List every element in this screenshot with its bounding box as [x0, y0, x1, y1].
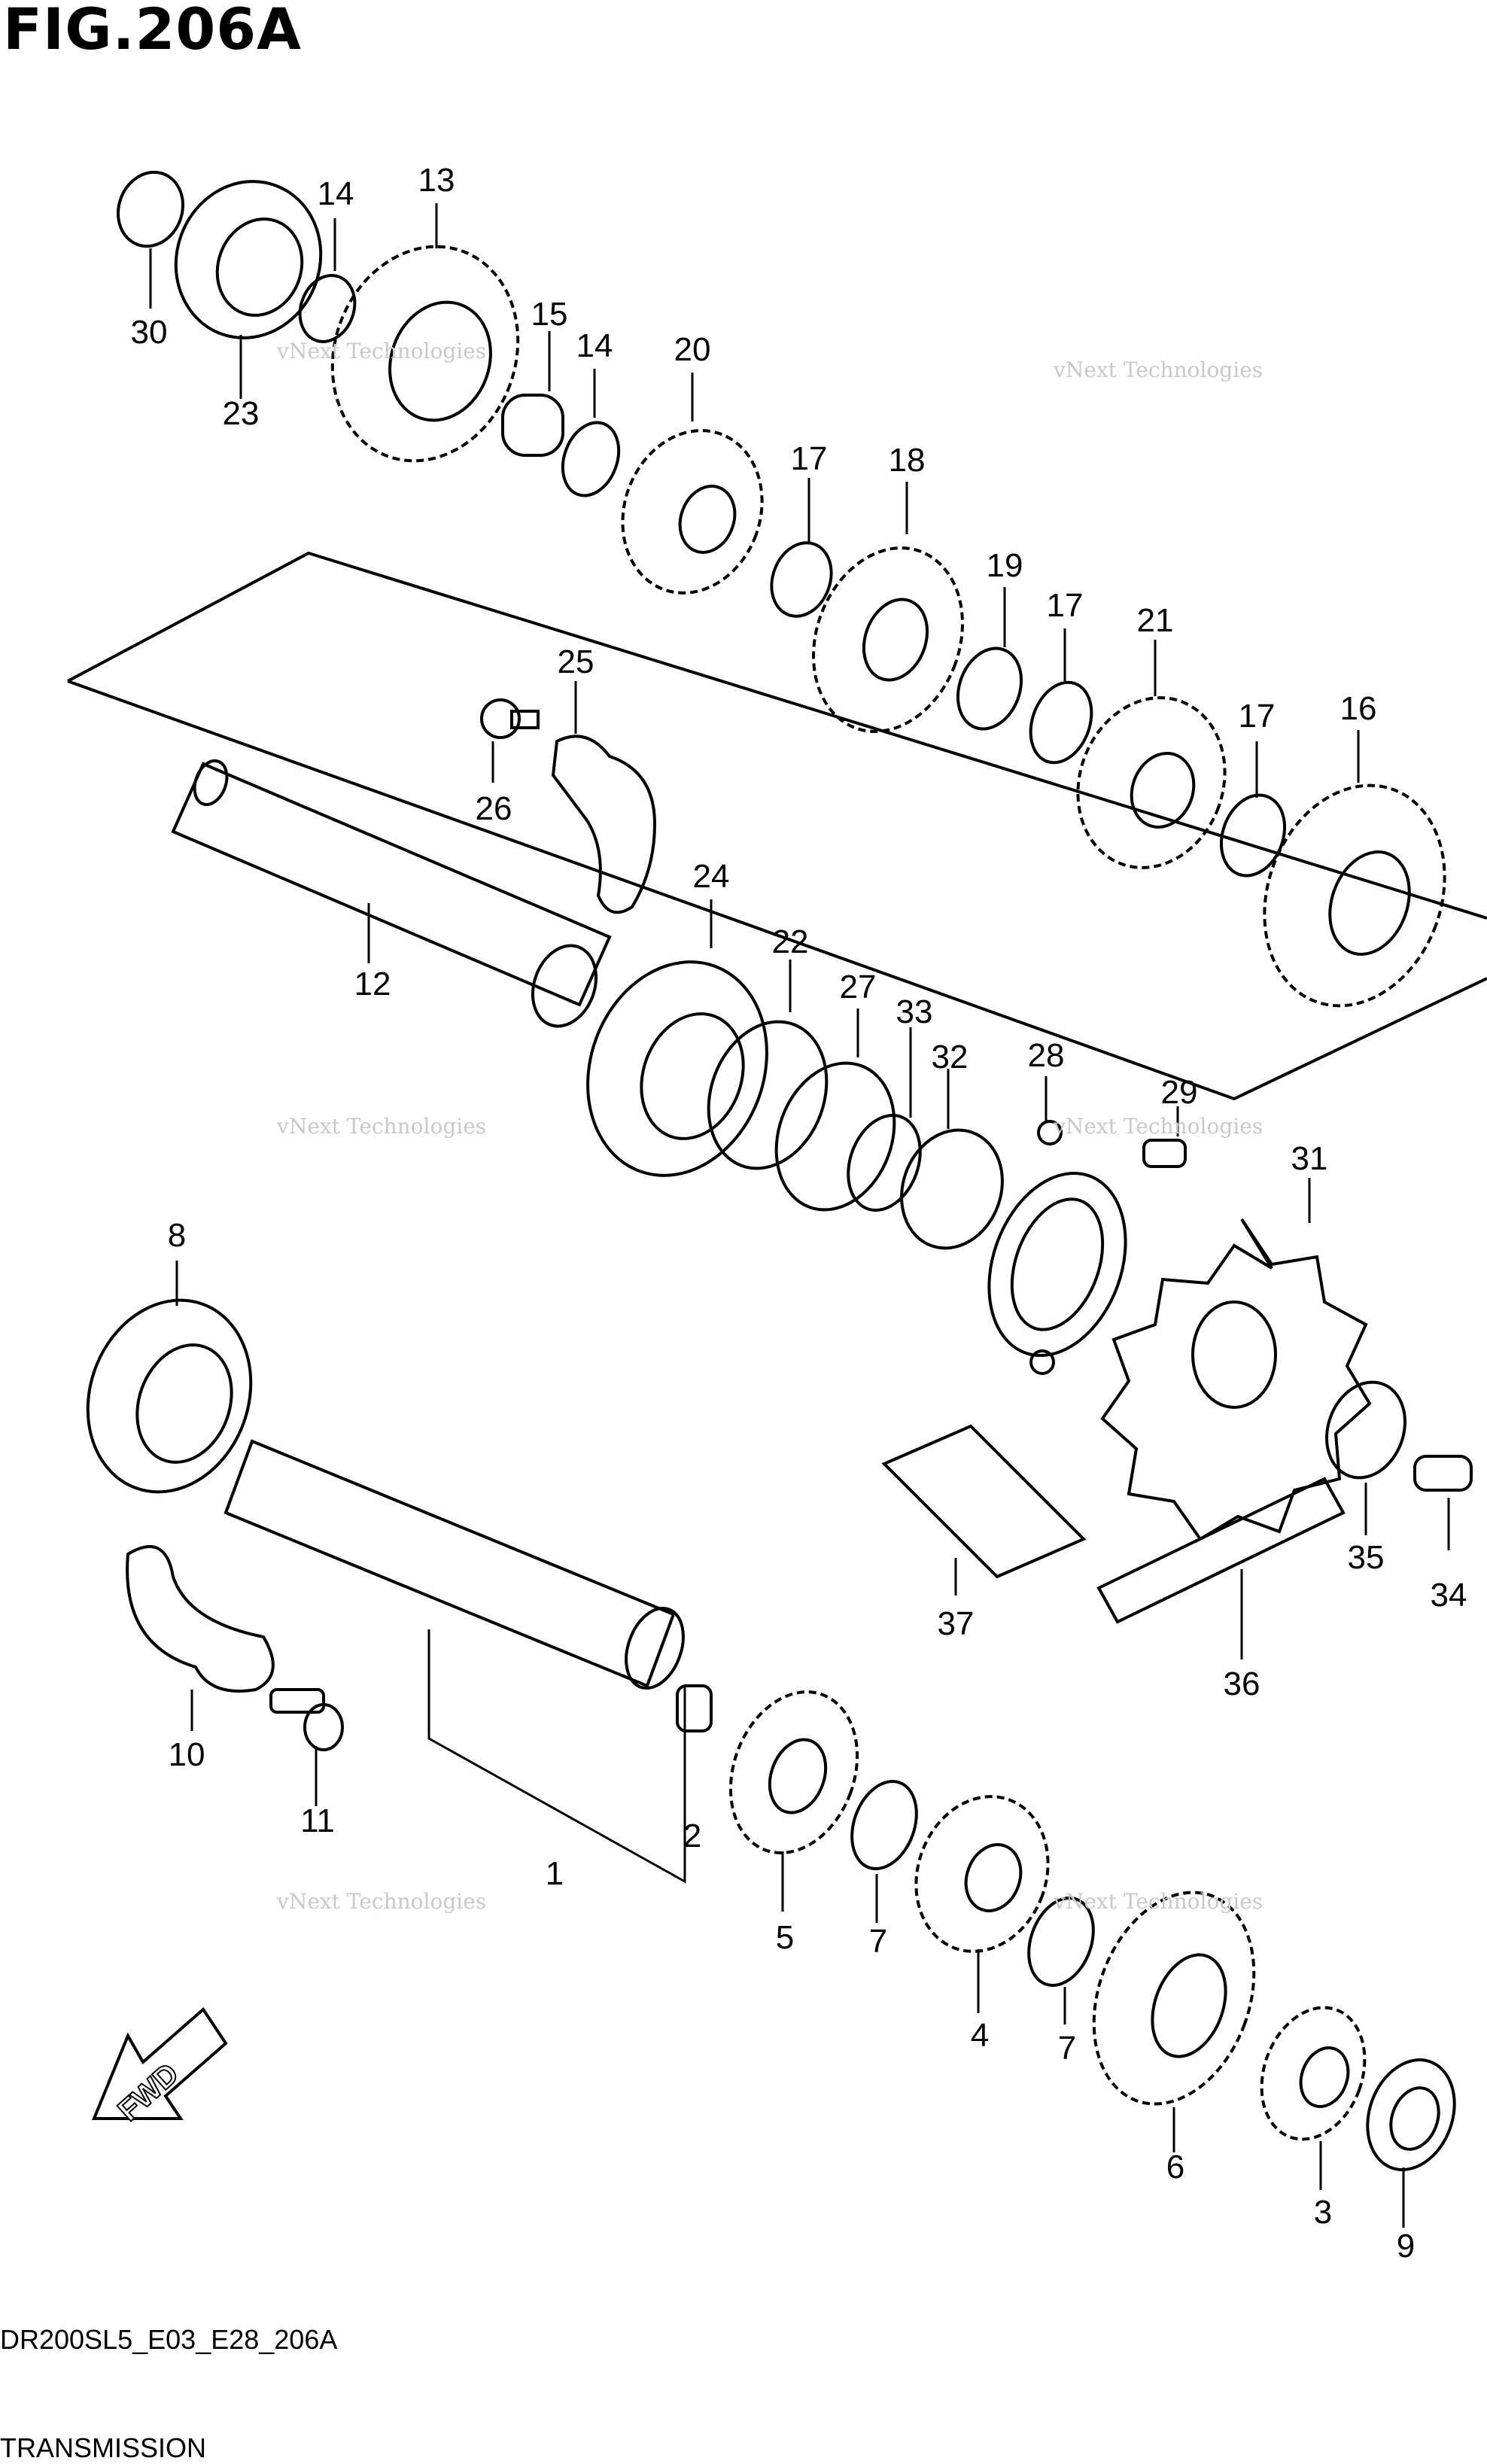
bracket-10 [126, 1545, 275, 1731]
shaft-12 [171, 759, 612, 1028]
watermark-text: vNext Technologies [1054, 357, 1263, 382]
circlip-17-c [1219, 793, 1287, 878]
callout-3[interactable]: 3 [1313, 2194, 1333, 2231]
circlip-7-a [850, 1779, 918, 1871]
callout-17-c[interactable]: 17 [1238, 698, 1276, 735]
callout-28[interactable]: 28 [1027, 1037, 1065, 1074]
circlip-17-b [1029, 680, 1093, 765]
bearing-8 [86, 1261, 253, 1494]
watermark-text: vNext Technologies [1054, 1114, 1263, 1139]
callout-11[interactable]: 11 [300, 1802, 335, 1839]
callout-25[interactable]: 25 [557, 643, 594, 680]
callout-17-a[interactable]: 17 [790, 440, 828, 477]
callout-19[interactable]: 19 [986, 547, 1023, 584]
gear-3 [1260, 2006, 1367, 2190]
screw-11 [269, 1688, 344, 1806]
callout-37[interactable]: 37 [937, 1605, 975, 1642]
callout-29[interactable]: 29 [1160, 1074, 1198, 1111]
callout-12[interactable]: 12 [354, 966, 391, 1002]
watermark-text: vNext Technologies [277, 339, 487, 364]
circlip-30 [116, 170, 185, 309]
callout-2[interactable]: 2 [683, 1818, 702, 1854]
callout-35[interactable]: 35 [1347, 1539, 1385, 1576]
plate-28 [987, 1076, 1127, 1375]
chain-36 [1096, 1477, 1346, 1659]
bolt-34 [1413, 1455, 1473, 1550]
callout-21[interactable]: 21 [1136, 602, 1174, 639]
callout-32[interactable]: 32 [931, 1039, 969, 1075]
callout-18[interactable]: 18 [888, 442, 926, 479]
watermark-text: vNext Technologies [277, 1114, 487, 1139]
fwd-arrow-icon [92, 2006, 228, 2120]
shaft-1 [224, 1439, 686, 1884]
gear-16 [1263, 730, 1446, 1008]
spacer-32 [900, 1069, 1004, 1250]
washer-35 [1325, 1380, 1406, 1480]
bearing-24 [586, 899, 768, 1177]
ring-22 [707, 1020, 829, 1170]
watermark-text: vNext Technologies [1054, 1889, 1263, 1914]
bracket-25 [551, 681, 657, 914]
callout-14-upper[interactable]: 14 [317, 175, 354, 212]
o-ring-33 [847, 1114, 922, 1212]
washer-14-lower [561, 421, 621, 497]
callout-26[interactable]: 26 [475, 790, 512, 827]
sprocket-31 [1100, 1178, 1372, 1541]
callout-17-b[interactable]: 17 [1046, 587, 1084, 624]
gear-5 [728, 1690, 859, 1912]
circlip-17-a [770, 541, 833, 618]
callout-24[interactable]: 24 [692, 858, 730, 895]
upper-assembly-outline-lower [67, 680, 1487, 1101]
gear-18 [812, 482, 964, 733]
callout-16[interactable]: 16 [1340, 690, 1377, 727]
watermark-text: vNext Technologies [277, 1889, 487, 1914]
gear-4 [914, 1795, 1050, 2013]
washer-19 [956, 646, 1023, 731]
figure-title: FIG.206A [3, 0, 302, 62]
callout-9[interactable]: 9 [1396, 2228, 1416, 2265]
callout-33[interactable]: 33 [896, 993, 933, 1030]
bolt-29 [1142, 1106, 1187, 1168]
callout-5[interactable]: 5 [775, 1919, 795, 1956]
callout-14-lower[interactable]: 14 [576, 327, 613, 364]
bearing-23 [174, 180, 323, 399]
gear-20 [621, 373, 764, 595]
figure-code: DR200SL5_E03_E28_206A [0, 2324, 338, 2355]
callout-30[interactable]: 30 [130, 314, 168, 351]
bearing-9 [1366, 2058, 1456, 2228]
callout-27[interactable]: 27 [839, 969, 877, 1005]
gear-6 [1092, 1891, 1256, 2152]
callout-4[interactable]: 4 [970, 2017, 990, 2054]
callout-20[interactable]: 20 [674, 331, 711, 368]
gear-21 [1076, 640, 1227, 869]
needle-bearing-15 [501, 331, 564, 457]
callout-7-b[interactable]: 7 [1057, 2030, 1077, 2067]
oil-seal-27 [774, 1061, 896, 1212]
gear-13 [330, 203, 520, 463]
callout-13[interactable]: 13 [418, 162, 455, 199]
circlip-7-b [1027, 1896, 1095, 1988]
callout-7-a[interactable]: 7 [868, 1923, 888, 1960]
callout-34[interactable]: 34 [1430, 1577, 1467, 1614]
callout-6[interactable]: 6 [1166, 2149, 1185, 2186]
callout-10[interactable]: 10 [168, 1736, 205, 1773]
callout-36[interactable]: 36 [1223, 1665, 1260, 1702]
upper-assembly-outline [67, 551, 1487, 920]
callout-15[interactable]: 15 [531, 296, 568, 333]
callout-8[interactable]: 8 [167, 1217, 187, 1254]
master-link-37 [881, 1424, 1087, 1596]
figure-caption: TRANSMISSION [0, 2432, 207, 2463]
screw-26 [480, 698, 540, 783]
callout-23[interactable]: 23 [222, 395, 260, 432]
callout-1[interactable]: 1 [545, 1855, 564, 1892]
bushing-2 [676, 1684, 713, 1732]
callout-31[interactable]: 31 [1291, 1140, 1328, 1177]
callout-22[interactable]: 22 [771, 923, 809, 960]
washer-14-upper [298, 274, 357, 343]
